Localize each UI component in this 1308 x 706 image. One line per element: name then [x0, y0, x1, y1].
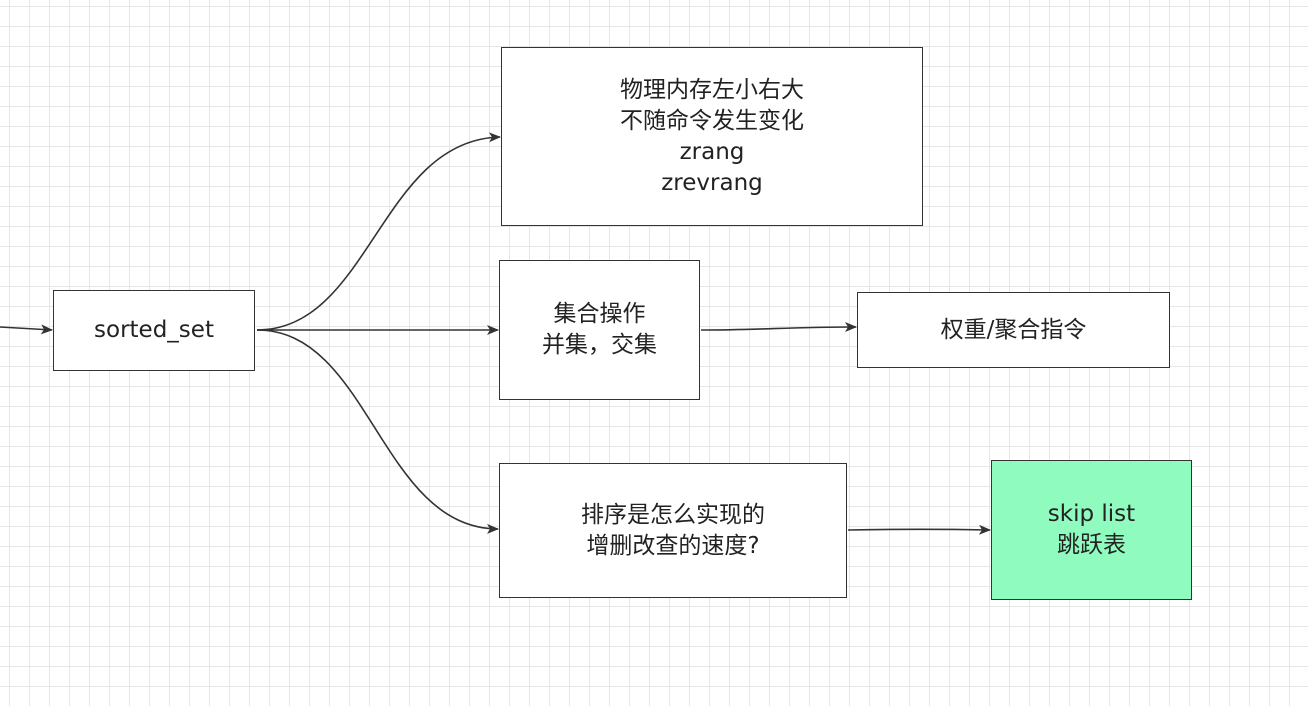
node-sorted-set-line-1: sorted_set: [94, 317, 214, 343]
node-skip-list-line-2: 跳跃表: [1056, 532, 1126, 558]
node-set-ops-line-2: 并集，交集: [542, 332, 657, 358]
node-weight-aggregate[interactable]: 权重/聚合指令: [857, 292, 1170, 368]
edge-incoming-to-sorted-set: [0, 324, 53, 335]
node-sorted-set-text: sorted_set: [94, 315, 214, 346]
node-skip-list-text: skip list 跳跃表: [1048, 499, 1135, 561]
node-sort-impl[interactable]: 排序是怎么实现的 增删改查的速度?: [499, 463, 847, 598]
node-memory-order-line-2: 不随命令发生变化: [620, 107, 804, 134]
node-memory-order-line-4: zrevrang: [661, 169, 763, 196]
edge-sorted-set-to-memory-order: [256, 132, 501, 331]
node-memory-order-line-1: 物理内存左小右大: [620, 76, 804, 103]
node-skip-list[interactable]: skip list 跳跃表: [991, 460, 1192, 600]
node-weight-aggregate-line-1: 权重/聚合指令: [940, 316, 1087, 343]
node-sorted-set[interactable]: sorted_set: [53, 290, 255, 371]
node-set-ops[interactable]: 集合操作 并集，交集: [499, 260, 700, 400]
node-set-ops-line-1: 集合操作: [553, 301, 646, 327]
node-memory-order[interactable]: 物理内存左小右大 不随命令发生变化 zrang zrevrang: [501, 47, 923, 226]
node-memory-order-line-3: zrang: [679, 138, 745, 165]
node-memory-order-text: 物理内存左小右大 不随命令发生变化 zrang zrevrang: [620, 75, 804, 199]
node-weight-aggregate-text: 权重/聚合指令: [941, 315, 1087, 346]
edge-sorted-set-to-sort-impl: [256, 329, 499, 534]
node-sort-impl-text: 排序是怎么实现的 增删改查的速度?: [581, 500, 765, 562]
node-skip-list-line-1: skip list: [1047, 501, 1136, 527]
node-sort-impl-line-1: 排序是怎么实现的: [581, 501, 765, 528]
edge-set-ops-to-weight-aggregate: [700, 322, 857, 333]
edge-sort-impl-to-skip-list: [847, 524, 991, 535]
node-sort-impl-line-2: 增删改查的速度?: [586, 532, 760, 559]
node-set-ops-text: 集合操作 并集，交集: [542, 299, 657, 361]
